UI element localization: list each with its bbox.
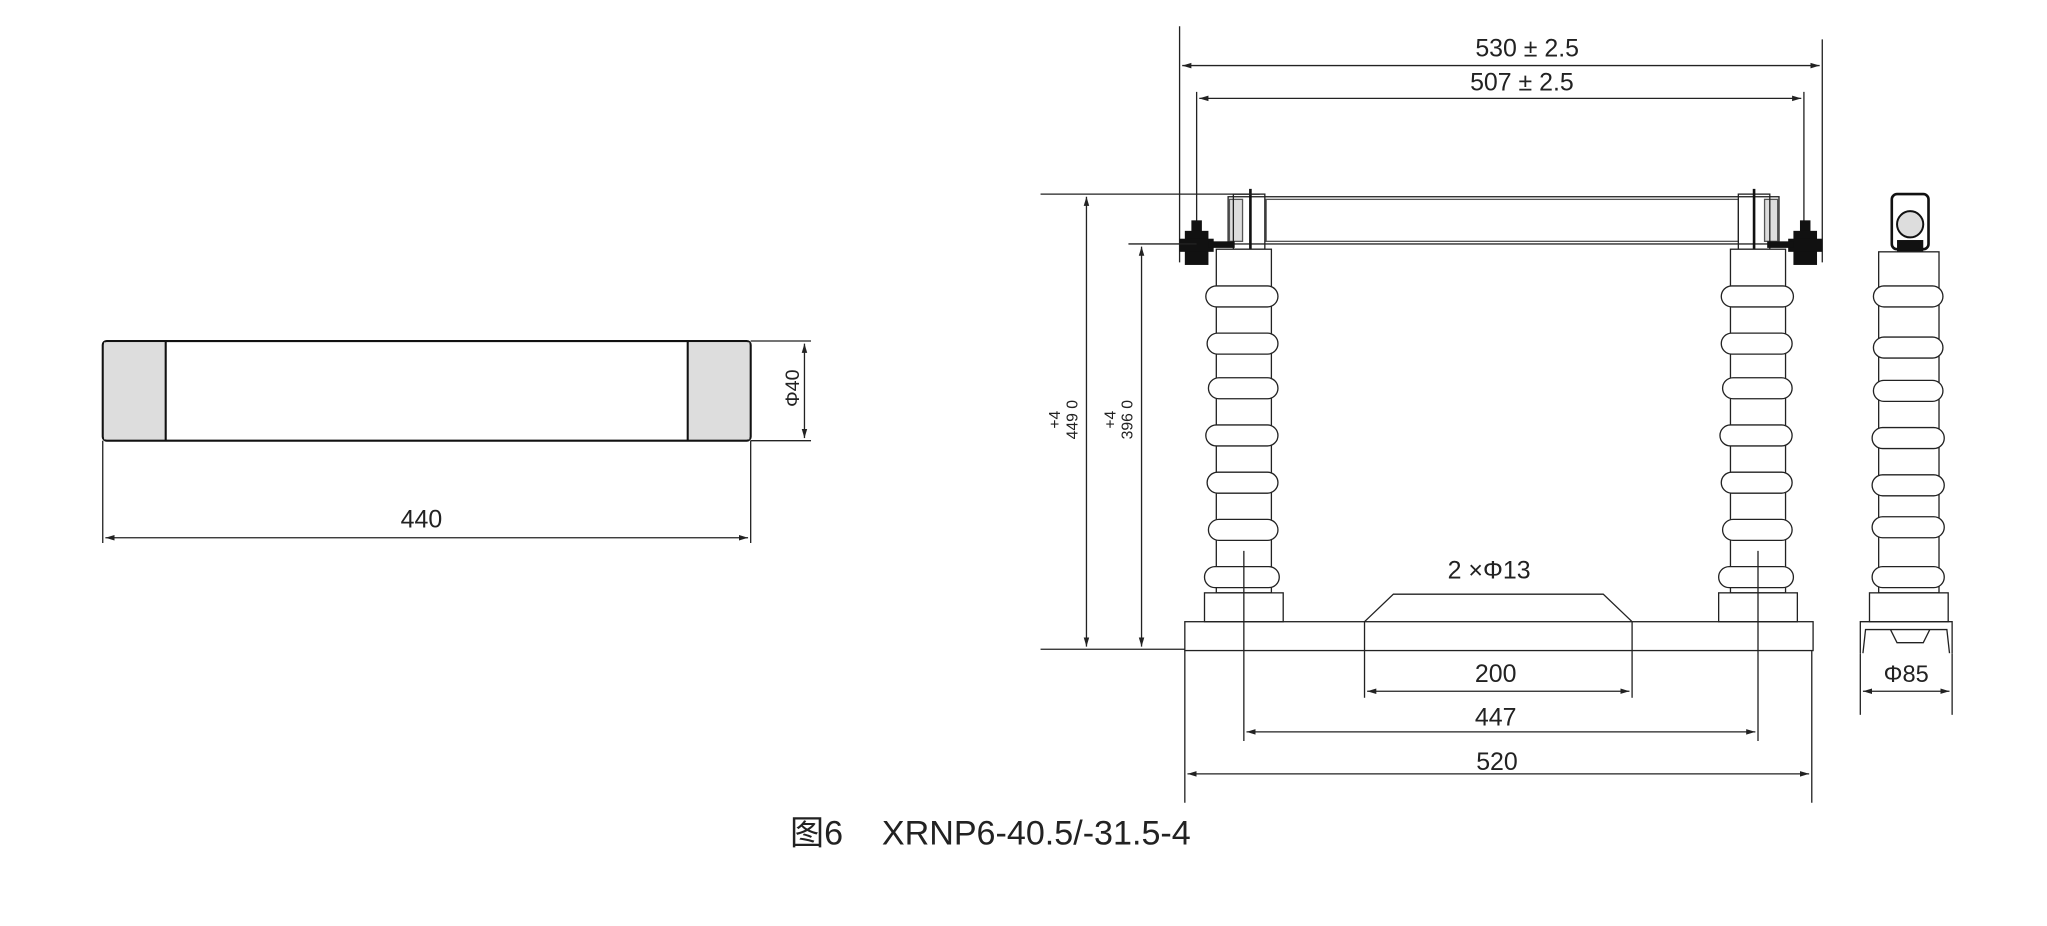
terminal-right — [1767, 220, 1823, 265]
total-height-dim: 449 0 — [1064, 400, 1081, 440]
total-height-tol: +4 — [1047, 410, 1064, 428]
base-length-dim: 520 — [1476, 748, 1518, 776]
front-view: 530 ± 2.5 507 ± 2.5 — [1040, 26, 1823, 803]
post-spacing-dim: 447 — [1475, 703, 1517, 731]
figure-number: 图6 — [790, 815, 843, 853]
mounting-holes: 2 ×Φ13 — [1448, 556, 1531, 584]
overall-length-dim: 530 ± 2.5 — [1475, 34, 1579, 62]
contact-length-dim: 507 ± 2.5 — [1470, 69, 1574, 97]
base-diameter-dim: Φ85 — [1884, 662, 1929, 688]
contact-height-dim: 396 0 — [1119, 400, 1136, 440]
hole-spacing-dim: 200 — [1475, 660, 1517, 688]
figure-caption: 图6 XRNP6-40.5/-31.5-4 — [790, 815, 1191, 853]
side-view: Φ85 — [1859, 192, 1953, 715]
model-name: XRNP6-40.5/-31.5-4 — [882, 815, 1191, 853]
diameter-dim: Φ40 — [782, 369, 804, 407]
length-dim: 440 — [401, 505, 443, 533]
contact-height-tol: +4 — [1102, 410, 1119, 428]
fuse-left-view: Φ40 440 — [101, 339, 812, 544]
terminal-left — [1179, 220, 1235, 265]
insulator-left — [1203, 248, 1284, 623]
